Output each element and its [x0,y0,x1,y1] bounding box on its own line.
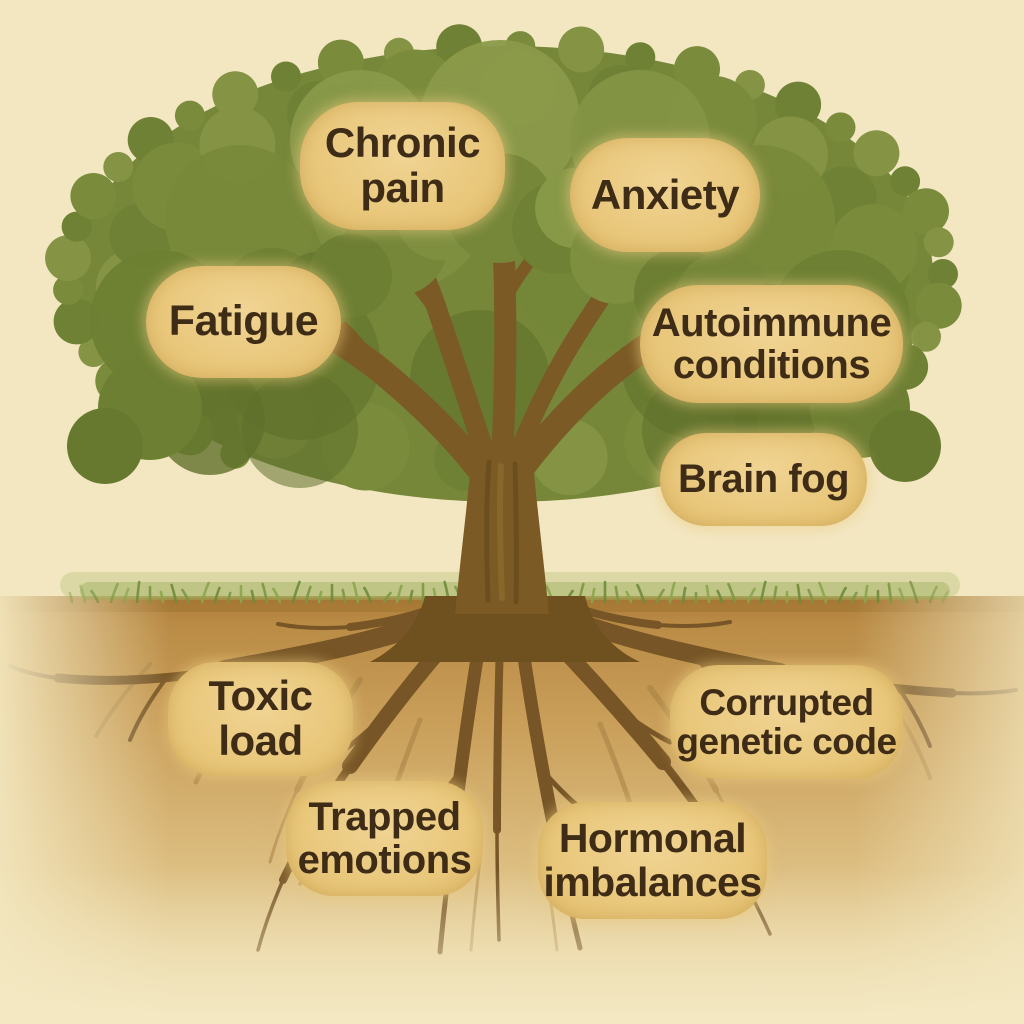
label-bubble-toxic-load: Toxic load [168,662,353,776]
bubble-text-line: genetic code [676,721,897,762]
bubble-text-line: load [218,717,303,764]
bubble-text-line: emotions [297,837,472,882]
label-bubble-hormonal-imbalances: Hormonal imbalances [538,802,767,919]
bubble-text-line: Toxic [208,672,313,720]
bubble-text-line: imbalances [543,858,762,905]
bubble-text-line: Trapped [308,795,461,840]
bubble-text-line: Anxiety [590,170,740,218]
label-bubble-fatigue: Fatigue [146,266,341,378]
bubble-text-line: conditions [672,343,871,387]
label-bubble-corrupted-genetic-code: Corrupted genetic code [670,665,903,779]
bubble-text-line: Brain fog [677,457,850,502]
bubble-text-line: Autoimmune [651,300,892,345]
bubble-text-line: Corrupted [699,681,874,723]
bubble-text-line: Hormonal [558,815,747,862]
label-bubble-chronic-pain: Chronic pain [300,102,505,230]
label-bubble-trapped-emotions: Trapped emotions [286,781,483,896]
label-bubble-anxiety: Anxiety [570,138,760,252]
bubble-text-line: pain [360,164,445,211]
label-bubble-autoimmune-conditions: Autoimmune conditions [640,285,903,403]
label-bubble-brain-fog: Brain fog [660,433,867,526]
bubble-text-line: Chronic [324,119,481,167]
bubble-text-line: Fatigue [168,297,319,346]
